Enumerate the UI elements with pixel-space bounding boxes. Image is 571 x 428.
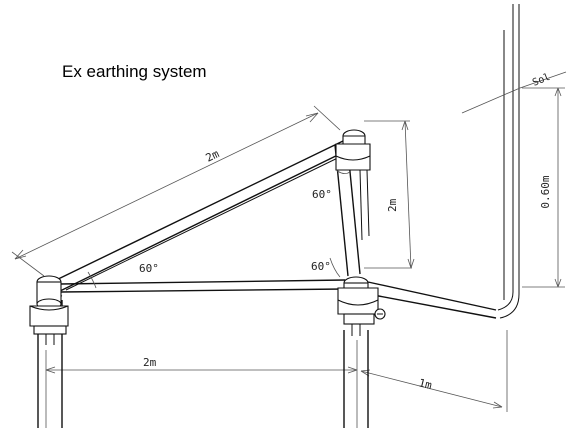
top-clamp bbox=[335, 129, 371, 241]
right-rod bbox=[337, 276, 386, 428]
conductor-bottom bbox=[56, 279, 346, 297]
conductor-top bbox=[49, 140, 351, 294]
left-rod bbox=[29, 275, 69, 428]
angle-arcs bbox=[87, 169, 351, 289]
depth-label: 0.60m bbox=[539, 175, 552, 208]
extension-label: 1m bbox=[417, 376, 433, 392]
angle-top-label: 60° bbox=[312, 188, 332, 201]
angle-left-label: 60° bbox=[139, 262, 159, 275]
bottom-side-label: 2m bbox=[143, 356, 157, 369]
angle-right-label: 60° bbox=[311, 260, 331, 273]
diagram-title: Ex earthing system bbox=[62, 62, 207, 81]
soil-label: Sol bbox=[531, 72, 552, 89]
top-dimension bbox=[11, 105, 341, 277]
top-side-label: 2m bbox=[204, 147, 222, 165]
vertical-side-label: 2m bbox=[386, 198, 399, 212]
depth-dimension bbox=[522, 87, 565, 288]
conductor-to-wall bbox=[367, 281, 497, 319]
soil-leader bbox=[461, 71, 567, 114]
extension-dimension bbox=[360, 330, 508, 412]
bottom-dimension bbox=[45, 340, 358, 428]
vertical-dimension bbox=[364, 120, 415, 269]
wall bbox=[497, 4, 520, 319]
